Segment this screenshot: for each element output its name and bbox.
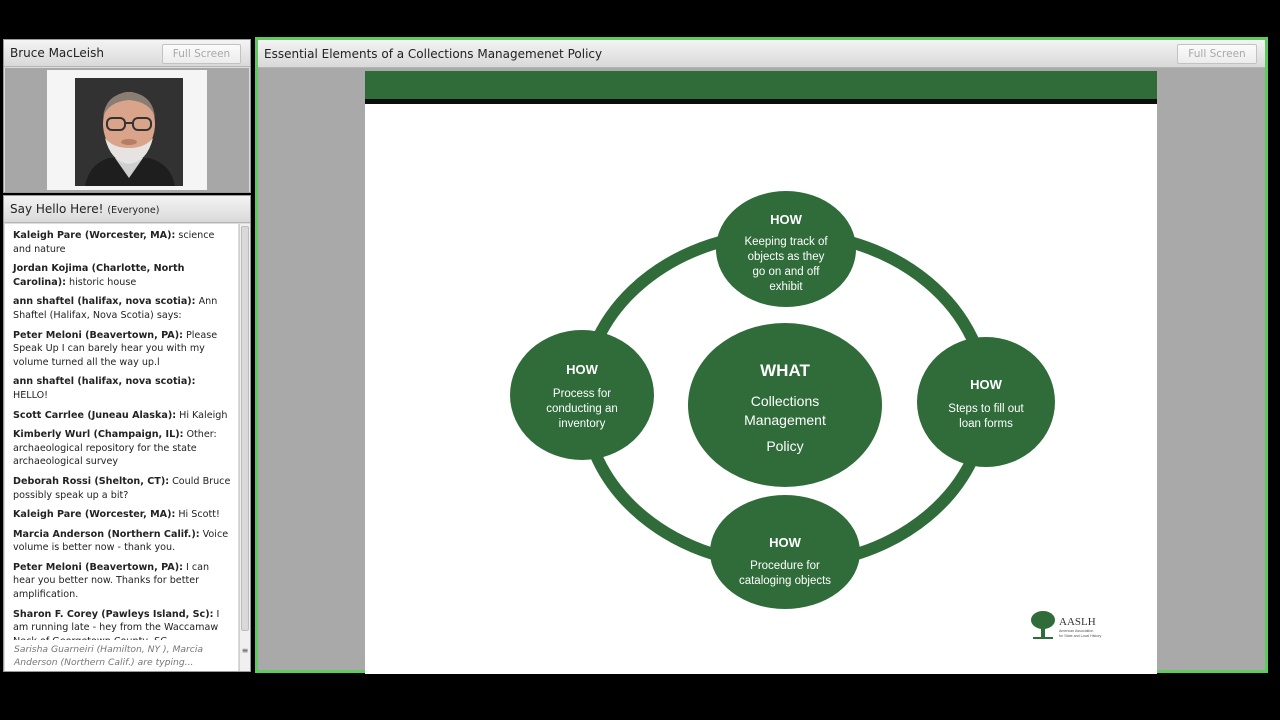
slide-top-bar [365, 71, 1157, 99]
share-pod-header: Essential Elements of a Collections Mana… [258, 40, 1265, 68]
chat-message-author: Deborah Rossi (Shelton, CT): [13, 475, 170, 487]
webcam-area [5, 68, 249, 192]
logo-name: AASLH [1059, 616, 1096, 628]
center-line-2: Management [744, 412, 826, 428]
chat-message-text: Hi Kaleigh [176, 409, 228, 421]
chat-message-author: Kimberly Wurl (Champaign, IL): [13, 429, 184, 441]
chat-message-author: Sharon F. Corey (Pawleys Island, Sc): [13, 608, 214, 620]
chat-message-author: ann shaftel (halifax, nova scotia): [13, 296, 196, 308]
left-heading: HOW [566, 362, 599, 377]
right-line-2: loan forms [959, 418, 1013, 430]
chat-message-author: Scott Carrlee (Juneau Alaska): [13, 409, 177, 421]
slide-divider [365, 99, 1157, 104]
chat-message: Peter Meloni (Beavertown, PA): I can hea… [13, 561, 232, 602]
share-full-screen-button[interactable]: Full Screen [1177, 44, 1257, 64]
chat-message: Kaleigh Pare (Worcester, MA): Hi Scott! [13, 508, 232, 522]
bottom-line-2: cataloging objects [739, 575, 831, 587]
chat-message-text: I am running late - hey from the Waccama… [13, 608, 220, 640]
top-line-4: exhibit [769, 281, 803, 293]
chat-message: Scott Carrlee (Juneau Alaska): Hi Kaleig… [13, 409, 232, 423]
top-line-1: Keeping track of [744, 236, 828, 248]
chat-pod: Say Hello Here!(Everyone) Kaleigh Pare (… [3, 195, 251, 672]
aaslh-logo: AASLH American Association for State and… [1031, 611, 1102, 639]
scroll-grip-icon[interactable]: ≡ [241, 646, 249, 655]
chat-message-text: Could Bruce possibly speak up a bit? [13, 475, 231, 501]
top-heading: HOW [770, 212, 803, 227]
left-line-3: inventory [559, 418, 606, 430]
chat-message-author: Jordan Kojima (Charlotte, North Carolina… [13, 263, 185, 288]
video-pod-header: Bruce MacLeish Full Screen [4, 40, 250, 67]
chat-message-author: Kaleigh Pare (Worcester, MA): [13, 509, 176, 521]
top-line-2: objects as they [748, 251, 825, 263]
chat-message: Kimberly Wurl (Champaign, IL): Other: ar… [13, 428, 232, 469]
bottom-line-1: Procedure for [750, 560, 820, 572]
chat-message: Deborah Rossi (Shelton, CT): Could Bruce… [13, 475, 232, 502]
logo-tagline-2: for State and Local History [1059, 634, 1102, 638]
chat-message-text: Please Speak Up I can barely hear you wi… [13, 329, 218, 368]
chat-message-text: Hi Scott! [175, 509, 220, 521]
chat-message-author: Peter Meloni (Beavertown, PA): [13, 561, 183, 573]
right-heading: HOW [970, 377, 1003, 392]
bottom-heading: HOW [769, 535, 802, 550]
chat-message: Marcia Anderson (Northern Calif.): Voice… [13, 528, 232, 555]
center-node: WHAT Collections Management Policy [688, 323, 882, 487]
chat-message-author: Kaleigh Pare (Worcester, MA): [13, 230, 176, 241]
logo-tagline-1: American Association [1059, 629, 1093, 633]
center-line-3: Policy [766, 438, 803, 454]
chat-message: Sharon F. Corey (Pawleys Island, Sc): I … [13, 608, 232, 640]
tree-icon [1031, 611, 1055, 639]
right-line-1: Steps to fill out [948, 403, 1024, 415]
left-line-1: Process for [553, 388, 611, 400]
chat-message: ann shaftel (halifax, nova scotia): HELL… [13, 375, 232, 402]
left-node: HOW Process for conducting an inventory [510, 330, 654, 460]
video-full-screen-button[interactable]: Full Screen [162, 44, 241, 64]
cycle-diagram: WHAT Collections Management Policy HOW K… [510, 191, 1102, 639]
chat-message-list[interactable]: Kaleigh Pare (Worcester, MA): science an… [5, 224, 238, 640]
share-pod-title: Essential Elements of a Collections Mana… [264, 47, 603, 61]
chat-message-text: Voice volume is better now - thank you. [13, 528, 229, 554]
scrollbar-thumb[interactable] [241, 226, 249, 631]
chat-scrollbar[interactable]: ≡ [239, 224, 250, 671]
presenter-name: Bruce MacLeish [10, 46, 104, 60]
center-heading: WHAT [760, 361, 810, 380]
chat-message: ann shaftel (halifax, nova scotia): Ann … [13, 295, 232, 322]
chat-message-text: Other: archaeological repository for the… [13, 429, 217, 468]
chat-message: Peter Meloni (Beavertown, PA): Please Sp… [13, 329, 232, 370]
chat-message-author: ann shaftel (halifax, nova scotia): [13, 376, 196, 388]
chat-message: Kaleigh Pare (Worcester, MA): science an… [13, 229, 232, 256]
slide-viewer: WHAT Collections Management Policy HOW K… [258, 68, 1265, 674]
top-node: HOW Keeping track of objects as they go … [716, 191, 856, 307]
center-line-1: Collections [751, 393, 819, 409]
video-pod: Bruce MacLeish Full Screen [3, 39, 251, 193]
chat-pod-header: Say Hello Here!(Everyone) [4, 196, 250, 223]
chat-title: Say Hello Here! [10, 202, 104, 216]
bottom-node: HOW Procedure for cataloging objects [710, 495, 860, 609]
presenter-photo [75, 78, 183, 186]
chat-message-text: HELLO! [13, 389, 49, 401]
share-pod: Essential Elements of a Collections Mana… [255, 37, 1268, 674]
top-line-3: go on and off [753, 266, 821, 278]
chat-message-text: historic house [65, 276, 137, 288]
chat-message: Jordan Kojima (Charlotte, North Carolina… [13, 262, 232, 289]
chat-message-author: Marcia Anderson (Northern Calif.): [13, 528, 200, 540]
chat-message-text: science and nature [13, 230, 215, 255]
presentation-slide: WHAT Collections Management Policy HOW K… [365, 71, 1157, 674]
webcam-frame [47, 70, 207, 190]
typing-indicator: Sarisha Guarneiri (Hamilton, NY ), Marci… [5, 640, 238, 671]
chat-message-text: I can hear you better now. Thanks for be… [13, 561, 210, 601]
chat-message-author: Peter Meloni (Beavertown, PA): [13, 329, 183, 341]
right-node: HOW Steps to fill out loan forms [917, 337, 1055, 467]
chat-audience[interactable]: (Everyone) [107, 205, 160, 216]
chat-message-text: Ann Shaftel (Halifax, Nova Scotia) says: [13, 296, 218, 321]
left-line-2: conducting an [546, 403, 618, 415]
